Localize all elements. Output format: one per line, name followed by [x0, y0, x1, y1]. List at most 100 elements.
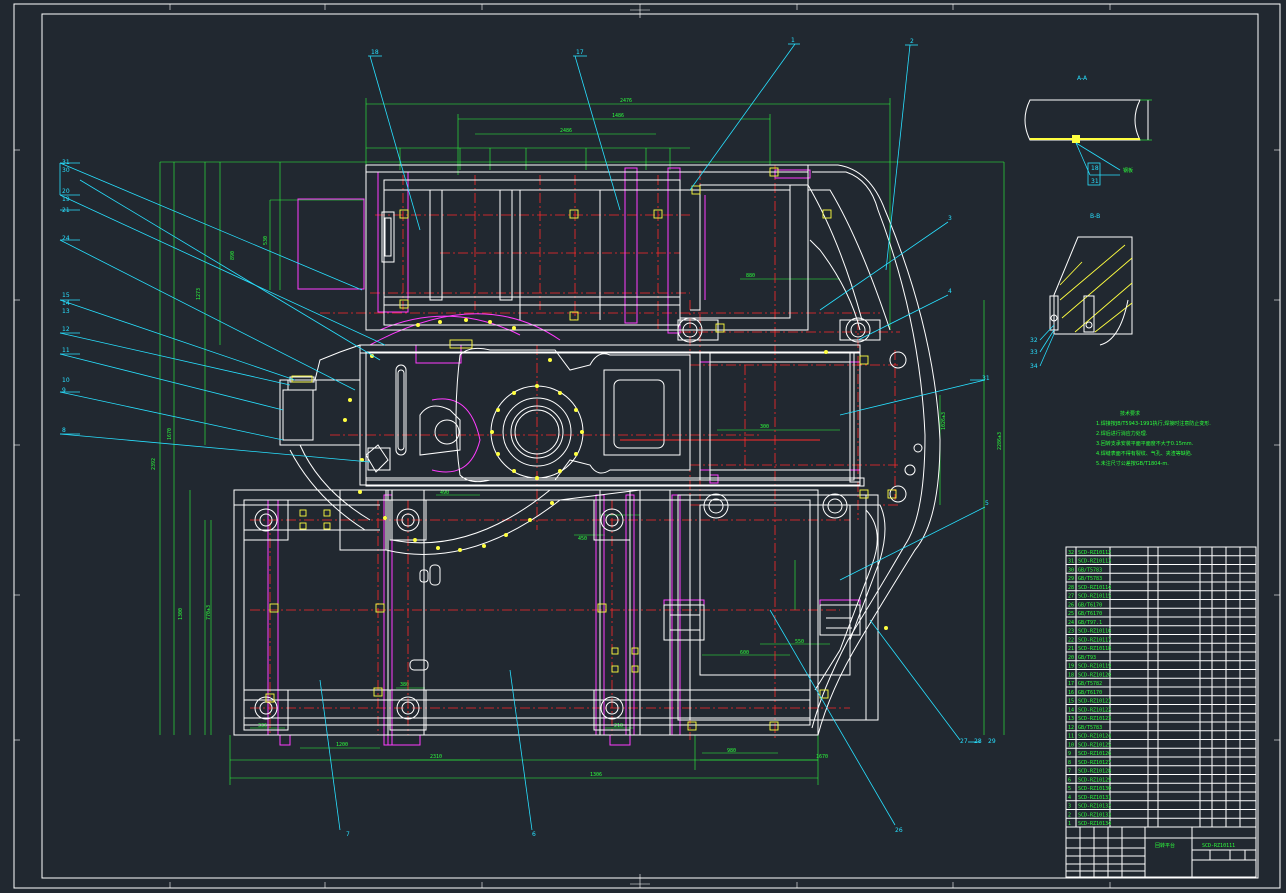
bom-row-code: GB/T5783: [1078, 576, 1102, 582]
balloon-13: 13: [62, 308, 70, 315]
leader-lines: [59, 43, 986, 831]
bom-row-code: GB/T5782: [1078, 681, 1102, 687]
balloon-10: 10: [62, 377, 70, 384]
bom-row-code: SCD-RZ10131: [1078, 795, 1111, 801]
bom-row-code: SCD-RZ10129: [1078, 777, 1111, 783]
bom-row-code: SCD-RZ10112: [1078, 550, 1111, 556]
bom-row-code: SCD-RZ10128: [1078, 769, 1111, 775]
dim-text: 1273: [196, 288, 202, 300]
bom-row-code: SCD-RZ10114: [1078, 585, 1111, 591]
balloon-5: 5: [985, 500, 989, 507]
bom-row-code: GB/T93: [1078, 655, 1096, 661]
balloon-27: 27: [960, 738, 968, 745]
bom-row-number: 32: [1068, 550, 1074, 556]
bom-row-code: SCD-RZ10124: [1078, 734, 1111, 740]
dim-text: 1670: [816, 754, 828, 760]
dim-text: 2310: [430, 754, 442, 760]
dim-text: 1670: [167, 428, 173, 440]
tech-req-line-3: 3.回转支承安装平面平面度不大于0.15mm.: [1096, 440, 1194, 447]
balloon-11: 11: [62, 347, 70, 354]
bom-row-number: 6: [1068, 777, 1071, 783]
dimension-lines: [159, 98, 1005, 785]
balloon-12: 12: [62, 326, 70, 333]
balloons: 1 2 3 4 5 6 7 8 9 10 11 12 13 14 15 17 1…: [62, 37, 996, 838]
bom-row-code: SCD-RZ10117: [1078, 637, 1111, 643]
dimension-texts: 2476 1486 2486 1306 2310 1200 980 1670 6…: [151, 98, 1003, 778]
dim-text: 1486: [612, 113, 624, 119]
title-block: 回转平台 SCD-RZ10111: [1065, 826, 1257, 878]
dim-text: 770±3: [206, 605, 212, 620]
bom-row-code: SCD-RZ10132: [1078, 804, 1111, 810]
bom-row-code: SCD-RZ10113: [1078, 559, 1111, 565]
dim-text: 2286±3: [997, 432, 1003, 450]
bom-row-code: SCD-RZ10130: [1078, 786, 1111, 792]
balloon-7: 7: [346, 831, 350, 838]
bom-row-lines: [1066, 555, 1256, 828]
dim-text: 530: [263, 236, 269, 245]
balloon-1: 1: [791, 37, 795, 44]
bom-row-number: 2: [1068, 812, 1071, 818]
balloon-2: 2: [910, 38, 914, 45]
bom-row-number: 31: [1068, 559, 1074, 565]
title-text: 回转平台: [1155, 842, 1175, 849]
bom-row-number: 7: [1068, 769, 1071, 775]
balloon-31: 31: [62, 159, 70, 166]
bom-row-number: 16: [1068, 690, 1074, 696]
bom-row-number: 26: [1068, 602, 1074, 608]
balloon-9: 9: [62, 387, 66, 394]
tech-req-title: 技术要求: [1120, 410, 1140, 417]
bom-row-number: 4: [1068, 795, 1071, 801]
bom-row-number: 12: [1068, 725, 1074, 731]
balloon-21: 21: [62, 207, 70, 214]
section-aa: A-A 18 31 钢板: [1024, 75, 1152, 186]
dim-text: 210: [614, 723, 623, 729]
section-aa-title: A-A: [1077, 75, 1088, 82]
balloon-24: 24: [62, 235, 70, 242]
bom-row-number: 18: [1068, 672, 1074, 678]
bom-row-code: GB/T97.1: [1078, 620, 1102, 626]
aa-label-31: 31: [1091, 178, 1099, 185]
bom-row-number: 22: [1068, 637, 1074, 643]
dim-text: 2486: [560, 128, 572, 134]
balloon-31b: 31: [982, 375, 990, 382]
section-bb: B-B 32 33 34: [1030, 213, 1133, 370]
bom-row-number: 17: [1068, 681, 1074, 687]
balloon-30: 30: [62, 167, 70, 174]
balloon-29: 29: [988, 738, 996, 745]
bom-row-number: 9: [1068, 751, 1071, 757]
bom-row-number: 23: [1068, 629, 1074, 635]
bom-row-code: SCD-RZ10115: [1078, 594, 1111, 600]
bom-row-number: 27: [1068, 594, 1074, 600]
bom-row-code: SCD-RZ10116: [1078, 629, 1111, 635]
bom-row-code: SCD-RZ10122: [1078, 707, 1111, 713]
balloon-15: 15: [62, 292, 70, 299]
bom-row-number: 11: [1068, 734, 1074, 740]
dim-text: 380: [400, 682, 409, 688]
balloon-4: 4: [948, 288, 952, 295]
section-bb-title: B-B: [1090, 213, 1100, 220]
bom-row-code: GB/T5783: [1078, 567, 1102, 573]
bom-row-number: 10: [1068, 742, 1074, 748]
tech-req-line-5: 5.未注尺寸公差按GB/T1804-m.: [1096, 460, 1169, 467]
balloon-6: 6: [532, 831, 536, 838]
bb-label-33: 33: [1030, 349, 1038, 356]
bom-row-number: 21: [1068, 646, 1074, 652]
technical-requirements: 技术要求 1.焊接按JB/T5943-1991执行,焊接时注意防止变形. 2.焊…: [1096, 410, 1211, 467]
bom-row-number: 15: [1068, 699, 1074, 705]
bom-row-number: 8: [1068, 760, 1071, 766]
bom-row-code: SCD-RZ10133: [1078, 812, 1111, 818]
bom-row-number: 30: [1068, 567, 1074, 573]
bom-row-number: 5: [1068, 786, 1071, 792]
balloon-26: 26: [895, 827, 903, 834]
balloon-28: 28: [974, 738, 982, 745]
dim-text: 890: [230, 251, 236, 260]
bom-row-code: SCD-RZ10125: [1078, 742, 1111, 748]
bom-row-number: 19: [1068, 664, 1074, 670]
balloon-8: 8: [62, 427, 66, 434]
bom-row-number: 13: [1068, 716, 1074, 722]
tech-req-line-4: 4.焊缝表面不得有裂纹、气孔、夹渣等缺陷.: [1096, 450, 1193, 457]
bom-row-code: GB/T6170: [1078, 690, 1102, 696]
dim-text: 336: [258, 723, 267, 729]
